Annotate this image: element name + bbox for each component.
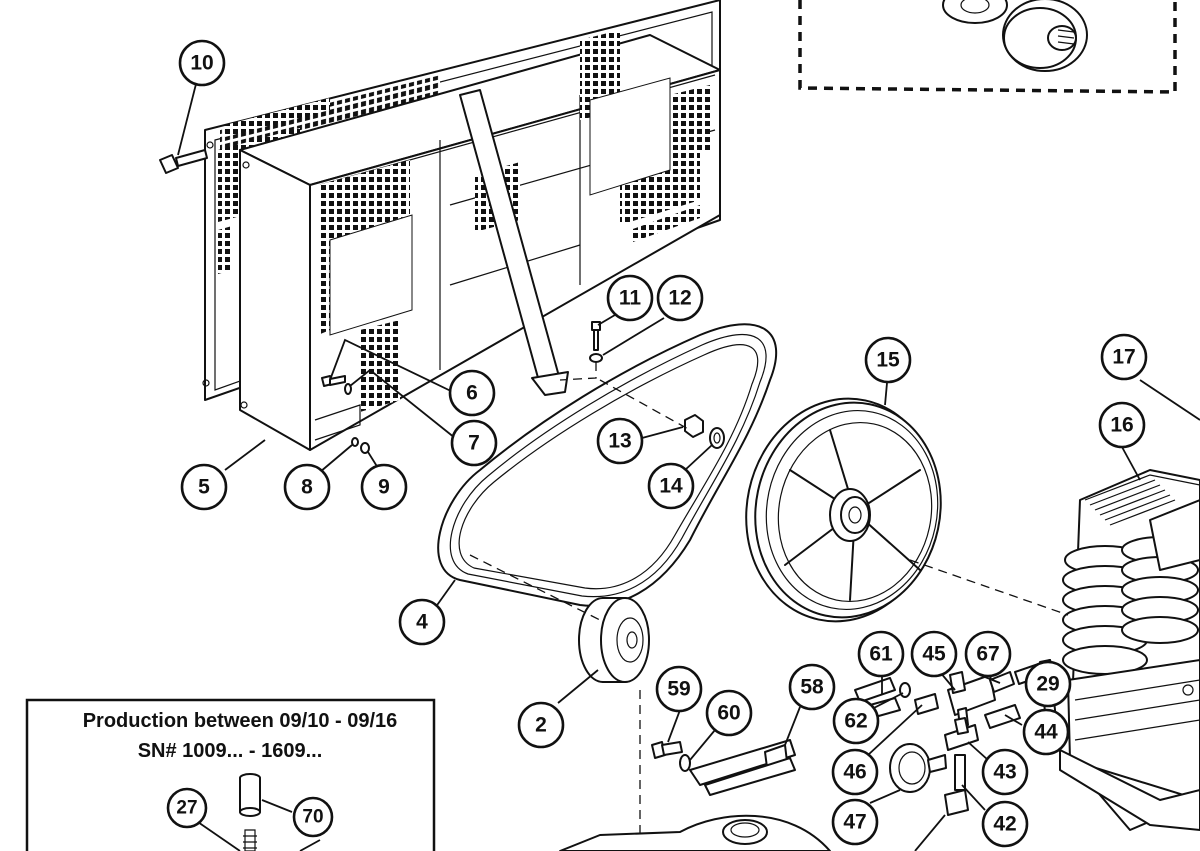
svg-text:10: 10 <box>190 52 213 75</box>
callout-70: 70 <box>292 796 334 838</box>
svg-text:13: 13 <box>608 430 631 453</box>
callout-67: 67 <box>964 630 1012 678</box>
bolt-11 <box>559 321 603 381</box>
washers-8-9 <box>351 437 370 454</box>
callout-15: 15 <box>864 336 912 384</box>
bolt-59 <box>651 741 691 772</box>
svg-text:70: 70 <box>302 807 323 828</box>
callout-4: 4 <box>398 598 446 646</box>
svg-text:61: 61 <box>869 643 893 666</box>
callout-14: 14 <box>647 462 695 510</box>
svg-text:2: 2 <box>535 714 547 737</box>
callout-29: 29 <box>1024 660 1072 708</box>
svg-text:42: 42 <box>993 813 1016 836</box>
svg-text:29: 29 <box>1036 673 1059 696</box>
svg-text:60: 60 <box>717 702 740 725</box>
callout-12: 12 <box>656 274 704 322</box>
production-box-line1: Production between 09/10 - 09/16 <box>83 710 398 732</box>
callout-44: 44 <box>1022 708 1070 756</box>
callout-61: 61 <box>857 630 905 678</box>
callout-16: 16 <box>1098 401 1146 449</box>
elbow-lower <box>944 789 969 816</box>
svg-text:6: 6 <box>466 382 478 405</box>
callout-46: 46 <box>831 748 879 796</box>
bolt-10 <box>159 149 208 174</box>
callout-2: 2 <box>517 701 565 749</box>
callout-42: 42 <box>981 800 1029 848</box>
tee-43 <box>944 717 979 751</box>
callout-11: 11 <box>606 274 654 322</box>
callout-13: 13 <box>596 417 644 465</box>
callout-47: 47 <box>831 798 879 846</box>
svg-text:12: 12 <box>668 287 691 310</box>
callout-5: 5 <box>180 463 228 511</box>
svg-text:9: 9 <box>378 476 390 499</box>
belt <box>437 323 778 607</box>
svg-text:16: 16 <box>1110 414 1133 437</box>
bracket-58 <box>689 739 796 796</box>
svg-text:58: 58 <box>800 676 824 699</box>
callout-45: 45 <box>910 630 958 678</box>
svg-text:47: 47 <box>843 811 866 834</box>
svg-text:11: 11 <box>619 287 642 310</box>
svg-text:44: 44 <box>1034 721 1058 744</box>
production-inset-box: Production between 09/10 - 09/16 SN# 100… <box>25 698 436 851</box>
svg-text:14: 14 <box>659 475 683 498</box>
svg-text:62: 62 <box>844 710 867 733</box>
svg-text:17: 17 <box>1112 346 1135 369</box>
callout-8: 8 <box>283 463 331 511</box>
nut-13 <box>684 414 725 449</box>
elbow-46 <box>914 693 939 715</box>
inset-detail-top <box>798 0 1177 94</box>
callout-9: 9 <box>360 463 408 511</box>
tank-top <box>559 814 831 851</box>
flywheel <box>745 397 942 623</box>
callout-10: 10 <box>178 39 226 87</box>
callout-58: 58 <box>788 663 836 711</box>
svg-text:5: 5 <box>198 476 210 499</box>
callout-7: 7 <box>450 419 498 467</box>
callout-43: 43 <box>981 748 1029 796</box>
motor-pulley <box>578 597 650 683</box>
callout-59: 59 <box>655 665 703 713</box>
svg-text:67: 67 <box>976 643 999 666</box>
svg-text:15: 15 <box>876 349 900 372</box>
svg-text:46: 46 <box>843 761 866 784</box>
ring-62 <box>899 682 911 698</box>
svg-text:59: 59 <box>667 678 690 701</box>
callout-27: 27 <box>166 787 208 829</box>
belt-guard <box>202 0 721 451</box>
svg-text:27: 27 <box>176 798 197 819</box>
callout-17: 17 <box>1100 333 1148 381</box>
production-box-line2: SN# 1009... - 1609... <box>138 740 323 762</box>
svg-text:43: 43 <box>993 761 1016 784</box>
leader-lines <box>177 83 1200 851</box>
svg-text:7: 7 <box>468 432 480 455</box>
valve-44 <box>984 704 1021 729</box>
gauge-47 <box>889 743 947 793</box>
fitting-67 <box>989 671 1015 693</box>
nipple-42 <box>954 754 966 791</box>
compressor-pump <box>1059 469 1200 831</box>
callout-6: 6 <box>448 369 496 417</box>
svg-text:4: 4 <box>416 611 428 634</box>
callout-60: 60 <box>705 689 753 737</box>
svg-text:8: 8 <box>301 476 313 499</box>
screws-6-7 <box>321 375 352 395</box>
svg-text:45: 45 <box>922 643 946 666</box>
callout-62: 62 <box>832 697 880 745</box>
